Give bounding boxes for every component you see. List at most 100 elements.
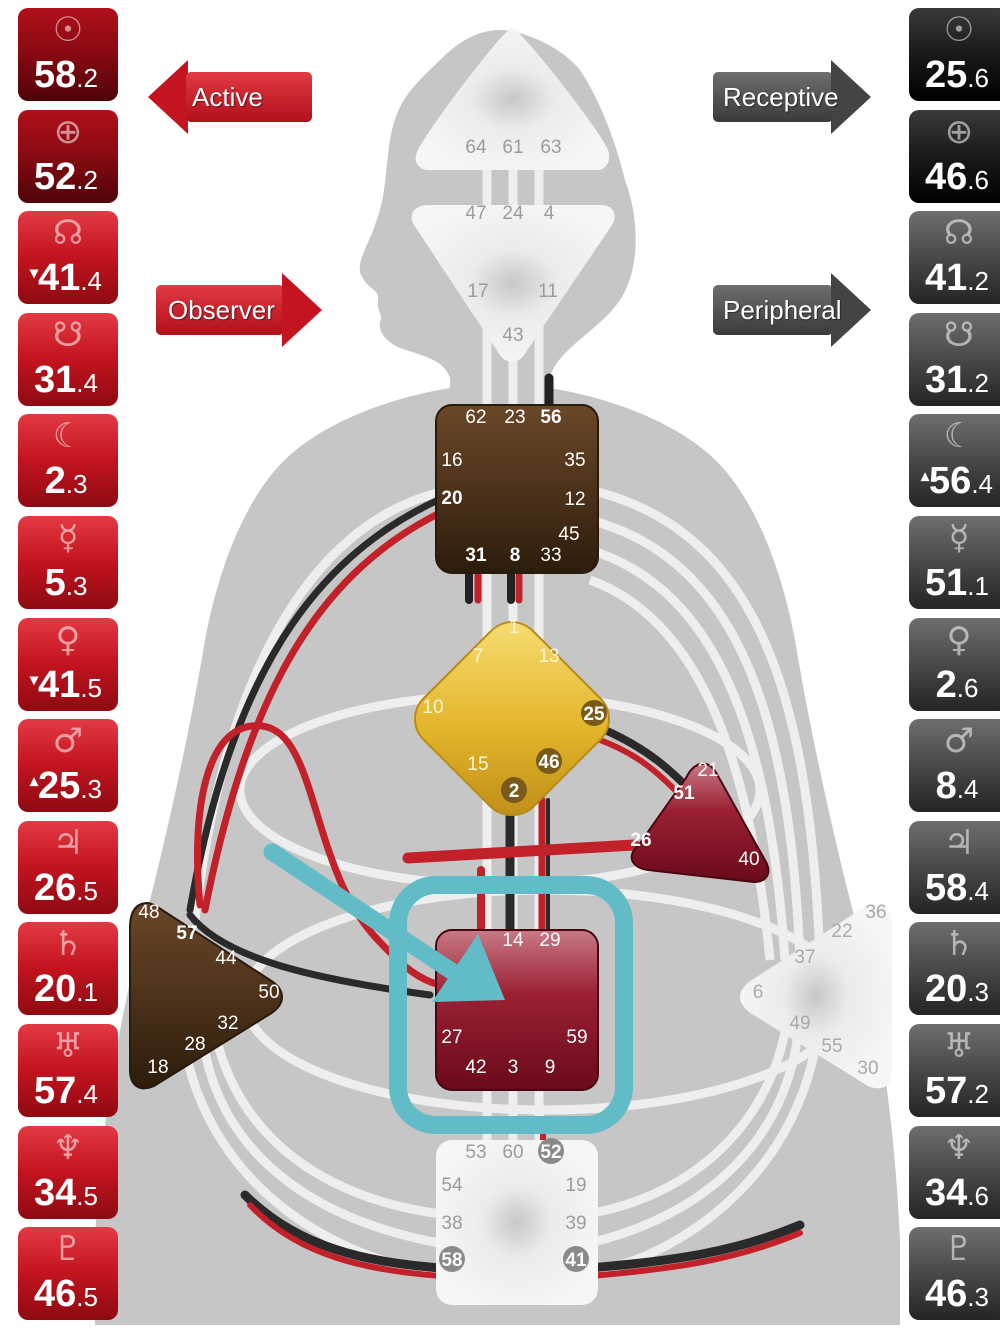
gate-6-label[interactable]: 6 bbox=[753, 982, 764, 1003]
gate-25-label[interactable]: 25 bbox=[583, 704, 605, 725]
gate-62-label[interactable]: 62 bbox=[465, 407, 486, 428]
gate-26-label[interactable]: 26 bbox=[630, 830, 651, 851]
gate-2-label[interactable]: 2 bbox=[509, 781, 520, 802]
gate-29-label[interactable]: 29 bbox=[539, 930, 560, 951]
gate-56-label[interactable]: 56 bbox=[540, 407, 561, 428]
gate-55-label[interactable]: 55 bbox=[821, 1036, 842, 1057]
design-mercury-tile[interactable]: ☿51.1 bbox=[909, 515, 1000, 609]
gate-44-label[interactable]: 44 bbox=[215, 948, 237, 969]
personality-mars-tile[interactable]: ♂▴25.3 bbox=[18, 719, 118, 813]
line-number: .2 bbox=[967, 266, 989, 297]
design-sun-tile[interactable]: ☉25.6 bbox=[909, 8, 1000, 101]
throat-center[interactable] bbox=[435, 404, 599, 574]
personality-earth-tile[interactable]: ⊕52.2 bbox=[18, 109, 118, 203]
gate-3-label[interactable]: 3 bbox=[508, 1057, 519, 1078]
personality-mercury-tile[interactable]: ☿5.3 bbox=[18, 515, 118, 609]
gate-63-label[interactable]: 63 bbox=[540, 137, 561, 158]
gate-23-label[interactable]: 23 bbox=[504, 407, 525, 428]
gate-57-label[interactable]: 57 bbox=[176, 923, 197, 944]
head-center[interactable] bbox=[415, 28, 610, 170]
gate-61-label[interactable]: 61 bbox=[502, 137, 523, 158]
design-jupiter-tile[interactable]: ♃58.4 bbox=[909, 820, 1000, 914]
gate-18-label[interactable]: 18 bbox=[147, 1057, 168, 1078]
gate-52-label[interactable]: 52 bbox=[540, 1142, 561, 1163]
personality-north-node-tile[interactable]: ☊▾41.4 bbox=[18, 211, 118, 305]
heart-center[interactable] bbox=[630, 762, 770, 884]
personality-moon-tile[interactable]: ☾2.3 bbox=[18, 414, 118, 508]
gate-35-label[interactable]: 35 bbox=[564, 450, 585, 471]
gate-24-label[interactable]: 24 bbox=[502, 203, 524, 224]
gate-28-label[interactable]: 28 bbox=[184, 1034, 205, 1055]
design-venus-tile[interactable]: ♀2.6 bbox=[909, 617, 1000, 711]
gate-12-label[interactable]: 12 bbox=[564, 489, 585, 510]
active-gate-marker bbox=[536, 748, 562, 774]
gate-58-label[interactable]: 58 bbox=[441, 1250, 462, 1271]
personality-sun-tile[interactable]: ☉58.2 bbox=[18, 8, 118, 101]
root-center[interactable] bbox=[436, 1140, 598, 1305]
gate-48-label[interactable]: 48 bbox=[138, 902, 159, 923]
gate-number: 57 bbox=[925, 1069, 968, 1112]
gate-13-label[interactable]: 13 bbox=[538, 646, 559, 667]
gate-4-label[interactable]: 4 bbox=[544, 203, 555, 224]
gate-10-label[interactable]: 10 bbox=[422, 697, 443, 718]
gate-11-label[interactable]: 11 bbox=[538, 281, 558, 302]
ajna-center[interactable] bbox=[411, 205, 615, 362]
personality-neptune-tile[interactable]: ♆34.5 bbox=[18, 1125, 118, 1219]
gate-50-label[interactable]: 50 bbox=[258, 982, 279, 1003]
gate-27-label[interactable]: 27 bbox=[441, 1027, 462, 1048]
gate-45-label[interactable]: 45 bbox=[558, 524, 579, 545]
design-neptune-tile[interactable]: ♆34.6 bbox=[909, 1125, 1000, 1219]
gate-36-label[interactable]: 36 bbox=[865, 902, 886, 923]
gate-54-label[interactable]: 54 bbox=[441, 1175, 463, 1196]
gate-32-label[interactable]: 32 bbox=[217, 1013, 238, 1034]
gate-17-label[interactable]: 17 bbox=[467, 281, 488, 302]
gate-15-label[interactable]: 15 bbox=[467, 754, 488, 775]
gate-30-label[interactable]: 30 bbox=[857, 1058, 878, 1079]
gate-33-label[interactable]: 33 bbox=[540, 545, 561, 566]
design-mars-tile[interactable]: ♂8.4 bbox=[909, 719, 1000, 813]
gate-20-label[interactable]: 20 bbox=[441, 488, 462, 509]
gate-19-label[interactable]: 19 bbox=[565, 1175, 586, 1196]
design-pluto-tile[interactable]: ♇46.3 bbox=[909, 1227, 1000, 1321]
personality-uranus-tile[interactable]: ♅57.4 bbox=[18, 1023, 118, 1117]
personality-south-node-tile[interactable]: ☋31.4 bbox=[18, 312, 118, 406]
gate-9-label[interactable]: 9 bbox=[545, 1057, 556, 1078]
gate-53-label[interactable]: 53 bbox=[465, 1142, 486, 1163]
gate-line-value: 34.6 bbox=[909, 1172, 1000, 1215]
gate-59-label[interactable]: 59 bbox=[566, 1027, 587, 1048]
personality-venus-tile[interactable]: ♀▾41.5 bbox=[18, 617, 118, 711]
gate-47-label[interactable]: 47 bbox=[465, 203, 486, 224]
gate-38-label[interactable]: 38 bbox=[441, 1213, 462, 1234]
design-uranus-tile[interactable]: ♅57.2 bbox=[909, 1023, 1000, 1117]
design-earth-tile[interactable]: ⊕46.6 bbox=[909, 109, 1000, 203]
design-moon-tile[interactable]: ☾▴56.4 bbox=[909, 414, 1000, 508]
gate-46-label[interactable]: 46 bbox=[538, 752, 559, 773]
gate-37-label[interactable]: 37 bbox=[794, 947, 815, 968]
gate-64-label[interactable]: 64 bbox=[465, 137, 487, 158]
design-saturn-tile[interactable]: ♄20.3 bbox=[909, 922, 1000, 1016]
personality-saturn-tile[interactable]: ♄20.1 bbox=[18, 922, 118, 1016]
gate-42-label[interactable]: 42 bbox=[465, 1057, 486, 1078]
personality-jupiter-tile[interactable]: ♃26.5 bbox=[18, 820, 118, 914]
gate-31-label[interactable]: 31 bbox=[465, 545, 487, 566]
gate-41-label[interactable]: 41 bbox=[565, 1250, 587, 1271]
gate-7-label[interactable]: 7 bbox=[473, 646, 484, 667]
spleen-center[interactable] bbox=[129, 901, 283, 1090]
design-north-node-tile[interactable]: ☊41.2 bbox=[909, 211, 1000, 305]
gate-43-label[interactable]: 43 bbox=[502, 325, 523, 346]
gate-21-label[interactable]: 21 bbox=[697, 760, 718, 781]
gate-number: 31 bbox=[925, 358, 968, 401]
gate-39-label[interactable]: 39 bbox=[565, 1213, 586, 1234]
gate-49-label[interactable]: 49 bbox=[789, 1013, 810, 1034]
gate-16-label[interactable]: 16 bbox=[441, 450, 462, 471]
gate-1-label[interactable]: 1 bbox=[509, 617, 520, 638]
gate-60-label[interactable]: 60 bbox=[502, 1142, 523, 1163]
gate-14-label[interactable]: 14 bbox=[502, 930, 524, 951]
design-south-node-tile[interactable]: ☋31.2 bbox=[909, 312, 1000, 406]
gate-8-label[interactable]: 8 bbox=[510, 545, 521, 566]
solar-plexus-center[interactable] bbox=[740, 903, 892, 1089]
gate-51-label[interactable]: 51 bbox=[673, 783, 695, 804]
gate-22-label[interactable]: 22 bbox=[831, 921, 852, 942]
personality-pluto-tile[interactable]: ♇46.5 bbox=[18, 1227, 118, 1321]
gate-40-label[interactable]: 40 bbox=[738, 849, 759, 870]
